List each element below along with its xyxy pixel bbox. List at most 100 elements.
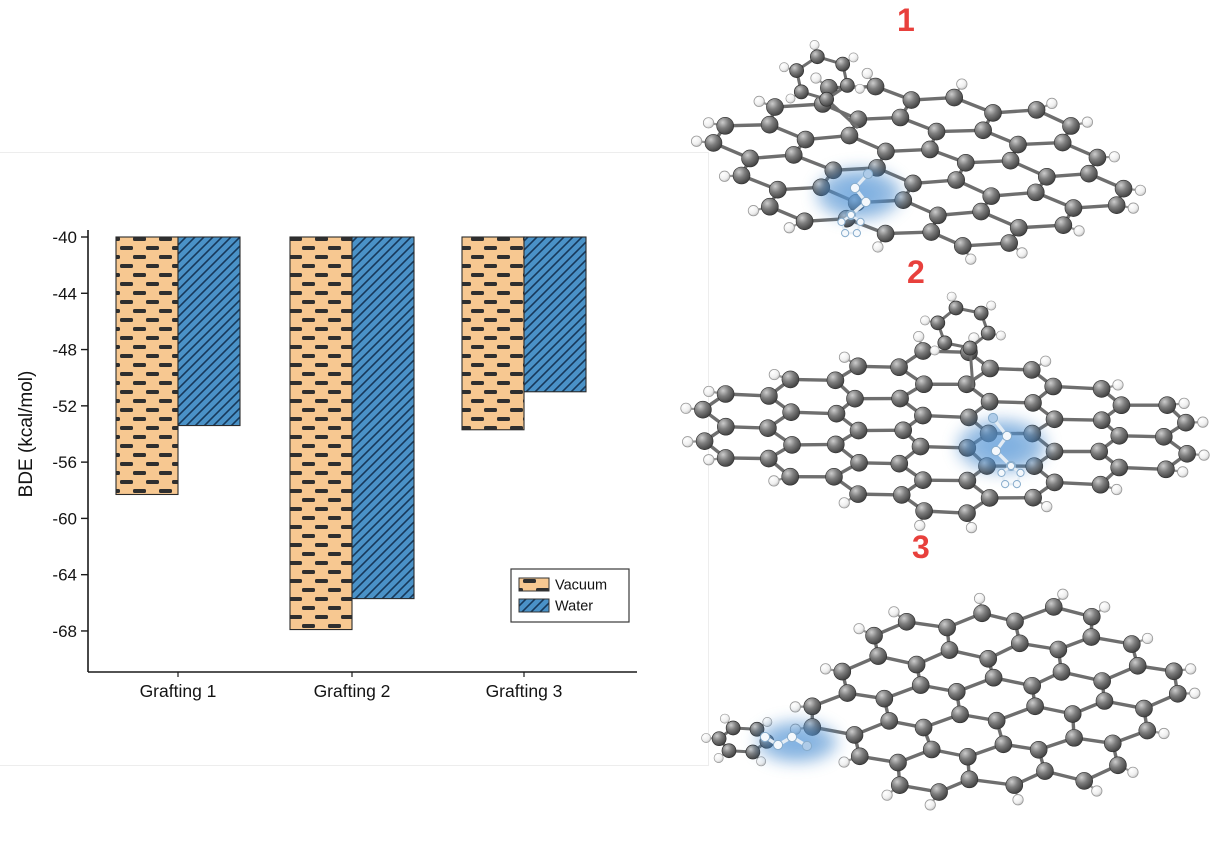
- carbon-atom: [1006, 612, 1024, 631]
- hydrogen-atom: [779, 62, 790, 73]
- carbon-atom: [960, 770, 979, 789]
- carbon-atom: [892, 486, 911, 504]
- bar-water-grafting-1: [177, 236, 241, 427]
- carbon-atom: [979, 649, 998, 668]
- carbon-atom: [921, 140, 939, 159]
- carbon-atom: [930, 315, 946, 331]
- graft-atom: [772, 739, 784, 751]
- carbon-atom: [1064, 199, 1083, 217]
- graft-atom: [860, 196, 872, 208]
- carbon-atom: [973, 604, 991, 623]
- hydrogen-atom: [995, 330, 1006, 341]
- bar-vacuum-grafting-2: [289, 236, 353, 631]
- carbon-atom: [1045, 410, 1064, 429]
- graft-atom: [856, 217, 865, 227]
- carbon-atom: [793, 84, 809, 100]
- carbon-atom: [891, 108, 910, 127]
- carbon-atom: [1024, 488, 1042, 507]
- carbon-atom: [880, 712, 899, 730]
- hydrogen-atom: [690, 135, 703, 147]
- graft-atom: [1012, 479, 1021, 489]
- carbon-atom: [958, 747, 977, 766]
- y-tick-label: -64: [52, 566, 77, 585]
- carbon-atom: [695, 432, 714, 451]
- hydrogen-atom: [756, 756, 767, 767]
- carbon-atom: [803, 697, 822, 716]
- carbon-atom: [889, 753, 907, 772]
- carbon-atom: [987, 711, 1006, 730]
- carbon-atom: [741, 149, 759, 168]
- carbon-atom: [1095, 692, 1114, 710]
- hydrogen-atom: [785, 93, 796, 104]
- hydrogen-atom: [809, 40, 820, 50]
- carbon-atom: [958, 504, 976, 522]
- carbon-atom: [704, 134, 723, 152]
- carbon-atom: [725, 720, 741, 736]
- carbon-lattice: [680, 330, 1210, 534]
- carbon-atom: [960, 408, 978, 427]
- carbon-atom: [782, 403, 800, 421]
- graft-atom: [849, 182, 861, 194]
- molecule-label-1: 1: [897, 2, 915, 38]
- carbon-atom: [759, 449, 778, 468]
- carbon-atom: [1082, 607, 1101, 626]
- carbon-atom: [929, 206, 947, 225]
- bar-water-grafting-2: [351, 236, 415, 600]
- carbon-atom: [1024, 394, 1042, 412]
- carbon-atom: [1001, 151, 1020, 170]
- carbon-atom: [1154, 427, 1173, 446]
- hydrogen-atom: [747, 205, 760, 217]
- carbon-atom: [914, 718, 933, 737]
- carbon-atom: [1045, 473, 1064, 492]
- hydrogen-atom: [973, 592, 986, 605]
- carbon-atom: [1054, 216, 1073, 234]
- carbon-atom: [809, 49, 825, 65]
- hydrogen-atom: [682, 436, 694, 448]
- carbon-atom: [850, 747, 869, 766]
- hydrogen-atom: [701, 733, 712, 743]
- carbon-atom: [980, 392, 999, 411]
- carbon-atom: [869, 647, 887, 665]
- legend-swatch-water: [518, 598, 550, 613]
- carbon-atom: [951, 705, 969, 724]
- hydrogen-atom: [1091, 785, 1103, 797]
- hydrogen-atom: [854, 83, 865, 94]
- carbon-atom: [930, 783, 948, 801]
- grafted-group-highlight: [817, 168, 901, 238]
- carbon-atom: [845, 726, 864, 744]
- hydrogen-atom: [914, 519, 926, 532]
- carbon-atom: [1091, 475, 1110, 494]
- carbon-atom: [1138, 721, 1157, 740]
- molecule-structure-2: [680, 291, 1210, 534]
- carbon-atom: [781, 370, 800, 389]
- hydrogen-atom: [1198, 449, 1210, 461]
- carbon-lattice: [690, 67, 1147, 265]
- carbon-atom: [846, 389, 864, 408]
- carbon-atom: [1036, 762, 1054, 780]
- hydrogen-atom: [1134, 184, 1147, 196]
- x-category-label: Grafting 2: [314, 681, 391, 701]
- carbon-atom: [1010, 634, 1029, 653]
- hydrogen-atom: [1039, 355, 1052, 367]
- carbon-atom: [876, 224, 895, 243]
- hydrogen-atom: [1016, 247, 1028, 259]
- carbon-atom: [759, 419, 777, 437]
- carbon-atom: [1107, 196, 1126, 215]
- carbon-atom: [1000, 234, 1018, 252]
- carbon-atom: [1026, 183, 1045, 202]
- carbon-atom: [1109, 756, 1127, 775]
- hydrogen-atom: [718, 170, 731, 182]
- carbon-atom: [1080, 164, 1098, 183]
- hydrogen-atom: [1158, 727, 1170, 740]
- carbon-atom: [768, 180, 787, 199]
- carbon-atom: [1158, 396, 1177, 414]
- carbon-atom: [938, 618, 956, 637]
- carbon-atom: [980, 489, 999, 507]
- carbon-atom: [948, 300, 964, 316]
- carbon-atom: [840, 126, 859, 145]
- carbon-atom: [1009, 135, 1027, 154]
- carbon-atom: [1027, 101, 1046, 119]
- carbon-atom: [1053, 133, 1072, 152]
- carbon-atom: [1093, 672, 1111, 690]
- carbon-atom: [795, 212, 814, 231]
